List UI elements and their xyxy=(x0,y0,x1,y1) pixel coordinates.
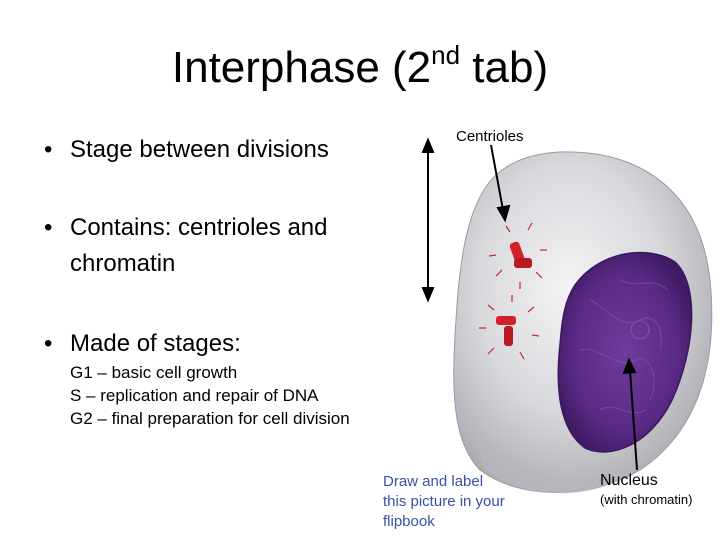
bullet-text: Contains: centrioles and xyxy=(70,214,328,241)
bullet-text-line2: chromatin xyxy=(70,250,176,277)
title-main: Interphase (2 xyxy=(171,43,432,92)
chromatin-texture xyxy=(579,279,669,414)
stage-s: S – replication and repair of DNA xyxy=(70,386,319,405)
bullet-dot: • xyxy=(44,214,53,241)
bullet-text: Made of stages: xyxy=(70,330,241,357)
stage-g2: G2 – final preparation for cell division xyxy=(70,409,350,428)
slide-title: Interphase (2nd tab) xyxy=(0,40,720,96)
centrioles-label: Centrioles xyxy=(456,128,524,145)
centriole-1 xyxy=(488,222,547,289)
nucleus-sublabel: (with chromatin) xyxy=(600,492,693,507)
cytoplasm-shadow xyxy=(470,430,620,494)
nucleus-label: Nucleus xyxy=(600,472,658,489)
centrioles-pointer-arrow xyxy=(490,144,511,223)
nucleus-pointer-arrow xyxy=(622,357,638,471)
bullet-dot: • xyxy=(44,136,53,163)
vertical-double-arrow xyxy=(421,137,435,303)
stage-g1: G1 – basic cell growth xyxy=(70,363,238,382)
bullet-text: Stage between divisions xyxy=(70,136,329,163)
bullet-dot: • xyxy=(44,330,53,357)
title-superscript: nd xyxy=(431,40,461,70)
title-end: tab) xyxy=(460,43,549,92)
nucleus xyxy=(557,251,693,453)
instruction-note: Draw and label this picture in your flip… xyxy=(383,473,505,530)
centriole-2 xyxy=(479,295,540,360)
